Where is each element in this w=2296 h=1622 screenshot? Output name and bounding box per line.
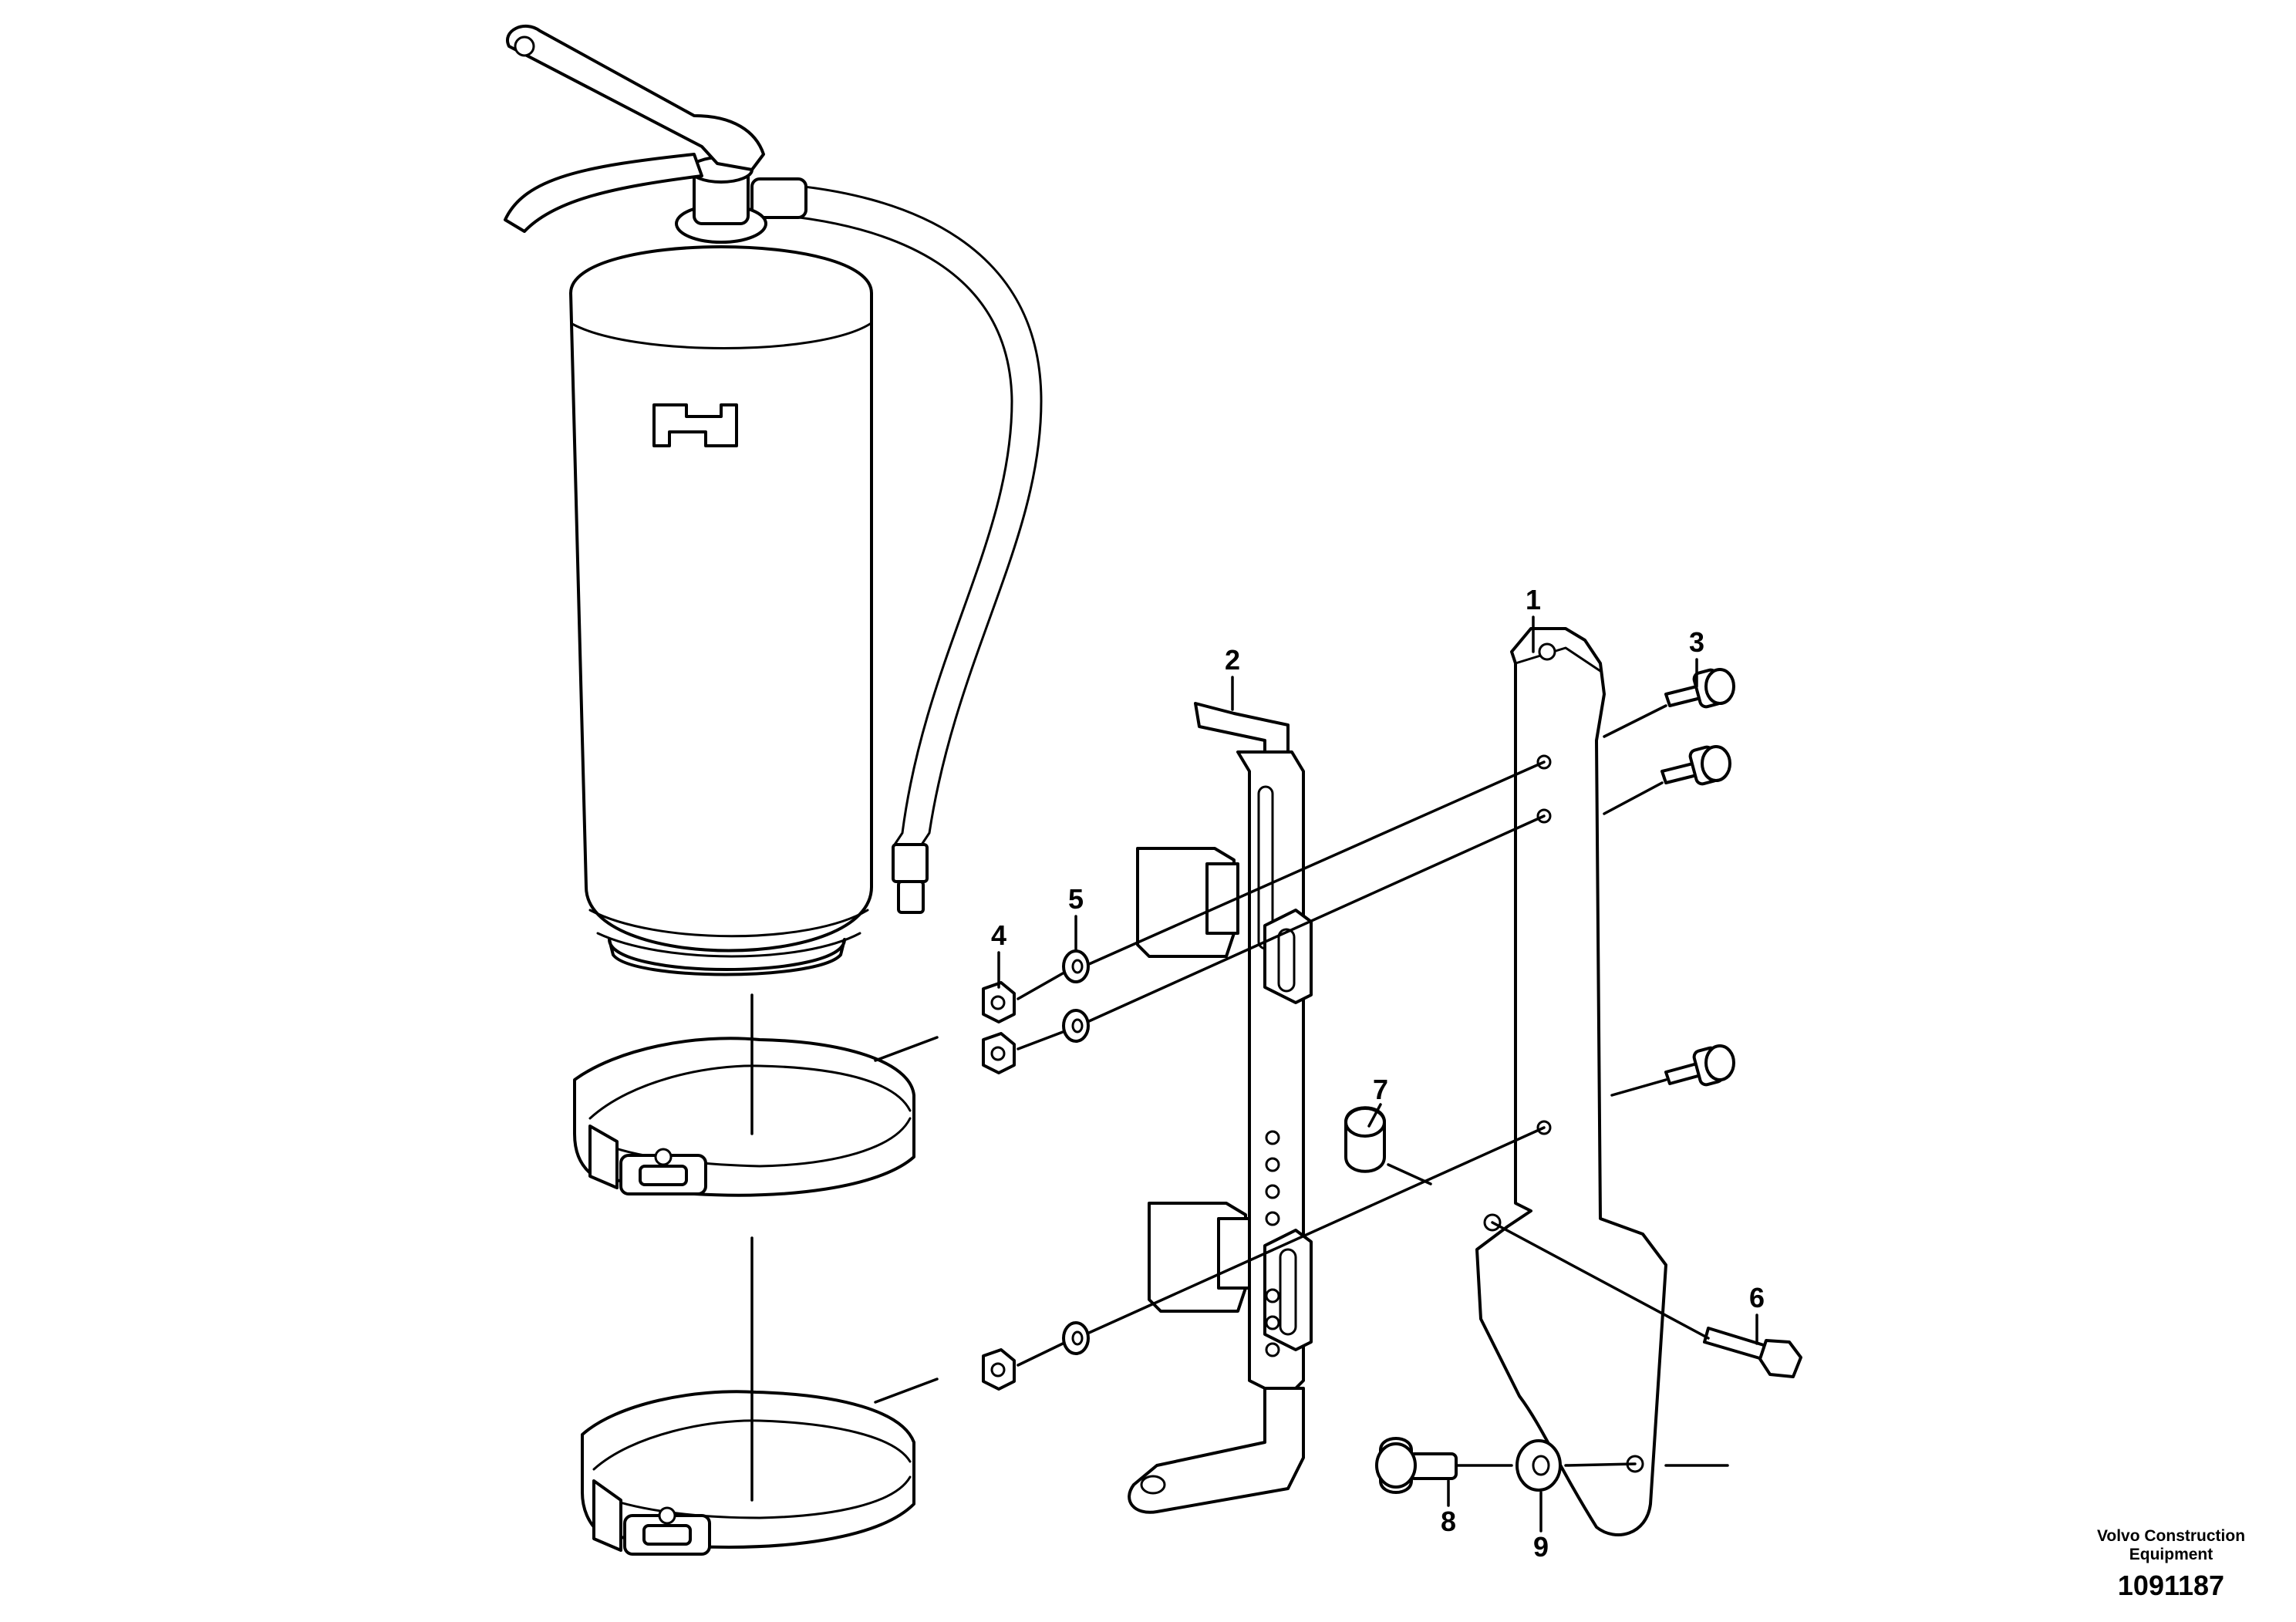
drawing-number: 1091187: [2118, 1570, 2224, 1601]
upper-strap-clamp: [573, 1037, 915, 1197]
callout-8: 8: [1441, 1479, 1456, 1537]
washer-upper-2: [1062, 1009, 1090, 1043]
callout-label: 1: [1526, 584, 1541, 615]
callout-9: 9: [1533, 1491, 1549, 1563]
washer-upper-1: [1062, 949, 1090, 983]
callout-label: 3: [1689, 626, 1704, 658]
brand-line-2: Equipment: [2129, 1546, 2213, 1563]
washer-lower: [1062, 1321, 1090, 1355]
brand-line-1: Volvo Construction: [2097, 1527, 2245, 1545]
lower-strap-clamp: [581, 1390, 915, 1556]
fire-extinguisher: [504, 25, 1043, 976]
callout-3: 3: [1689, 626, 1704, 688]
callout-4: 4: [991, 919, 1006, 989]
flange-bolt: [1375, 1437, 1458, 1494]
nut-lower: [982, 1348, 1016, 1391]
assembly-lines: [1017, 704, 1729, 1467]
footer: Volvo Construction Equipment 1091187: [2097, 1527, 2245, 1601]
callout-label: 9: [1533, 1531, 1549, 1563]
callout-label: 5: [1068, 883, 1084, 915]
callout-6: 6: [1749, 1282, 1765, 1345]
callout-1: 1: [1526, 584, 1541, 653]
callout-label: 2: [1225, 644, 1240, 676]
callout-label: 7: [1373, 1074, 1388, 1105]
callout-label: 6: [1749, 1282, 1765, 1313]
callout-2: 2: [1225, 644, 1240, 711]
spacer: [1344, 1106, 1386, 1173]
callout-5: 5: [1068, 883, 1084, 952]
leader-upper-strap: [874, 1036, 939, 1062]
callout-7: 7: [1367, 1074, 1388, 1128]
nut-upper-1: [982, 981, 1016, 1023]
callout-label: 8: [1441, 1506, 1456, 1537]
nut-upper-2: [982, 1032, 1016, 1074]
bolt-long: [1703, 1327, 1802, 1378]
washer-large: [1515, 1439, 1562, 1492]
bracket-strap-holder: [1128, 702, 1313, 1514]
callout-label: 4: [991, 919, 1006, 951]
mounting-bracket: [1475, 627, 1667, 1536]
bolt-middle: [1664, 1044, 1735, 1087]
bolt-upper-1: [1664, 668, 1735, 709]
bolt-upper-2: [1660, 745, 1731, 786]
leader-lower-strap: [874, 1378, 939, 1404]
